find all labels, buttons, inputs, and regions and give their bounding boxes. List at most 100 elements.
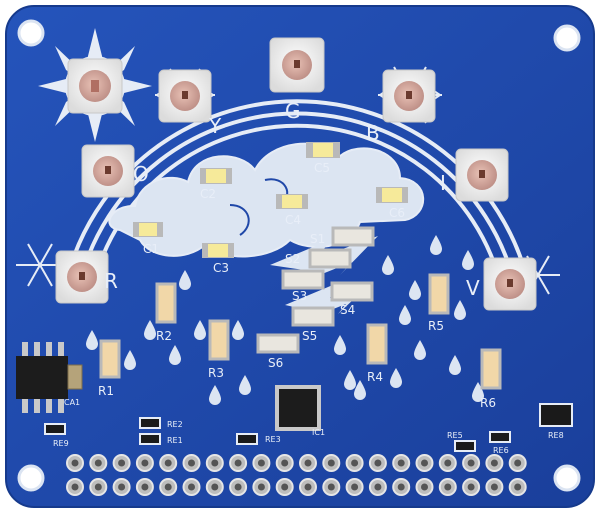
rgb-led-b <box>382 69 436 123</box>
storm-led-s5 <box>291 306 335 327</box>
header-pin-hole <box>211 483 219 491</box>
header-pin-hole <box>94 483 102 491</box>
header-pin-hole <box>141 483 149 491</box>
ref-re1: RE1 <box>167 436 183 445</box>
header-pin-hole <box>374 459 382 467</box>
header-pin-hole <box>188 459 195 467</box>
chip-ic1 <box>275 385 321 431</box>
header-pin-hole <box>327 483 335 491</box>
label-y: Y <box>208 114 222 138</box>
ref-re3: RE3 <box>265 435 281 444</box>
ref-s3: S3 <box>292 289 307 303</box>
storm-led-s4 <box>330 281 374 302</box>
header-pin-hole <box>490 483 498 491</box>
ref-r4: R4 <box>367 370 383 384</box>
chip-ca1 <box>16 342 83 413</box>
mounting-hole <box>553 464 581 492</box>
ref-c4: C4 <box>285 213 301 227</box>
label-o: O <box>133 162 149 186</box>
cloud-led-c5 <box>306 142 340 158</box>
mounting-hole <box>17 464 45 492</box>
ref-c2: C2 <box>200 187 216 201</box>
header-pin-hole <box>141 459 149 467</box>
label-g: G <box>285 99 301 123</box>
header-pin-hole <box>257 483 265 491</box>
header-pin-hole <box>467 483 475 491</box>
rgb-led-i <box>455 148 509 202</box>
header-pin-hole <box>71 483 79 491</box>
ref-s5: S5 <box>302 329 317 343</box>
header-pin-hole <box>467 459 475 467</box>
gpio-header <box>66 454 527 496</box>
ref-r5: R5 <box>428 319 444 333</box>
rgb-led-y <box>158 69 212 123</box>
ref-c1: C1 <box>143 242 159 256</box>
raindrop-icons <box>86 235 484 405</box>
ref-r2: R2 <box>156 329 172 343</box>
mounting-hole <box>553 24 581 52</box>
ref-c6: C6 <box>389 206 405 220</box>
header-pin-hole <box>514 483 522 491</box>
header-pin-hole <box>257 459 265 467</box>
header-pin-hole <box>351 459 359 467</box>
header-pin-hole <box>118 483 126 491</box>
ref-ca1: CA1 <box>64 398 80 407</box>
header-pin-hole <box>351 483 359 491</box>
header-pin-hole <box>514 459 522 467</box>
header-pin-hole <box>444 483 452 491</box>
rgb-led-sun <box>67 58 123 114</box>
header-pin-hole <box>234 483 242 491</box>
ref-s1: S1 <box>310 232 325 246</box>
cloud-led-c3 <box>202 243 234 258</box>
cloud-led-c4 <box>276 194 308 209</box>
header-pin-hole <box>421 459 428 467</box>
cloud-led-c2 <box>200 168 232 184</box>
ref-s6: S6 <box>268 356 283 370</box>
ref-s2: S2 <box>285 252 300 266</box>
smd-parts <box>44 403 573 452</box>
ref-re8: RE8 <box>548 431 564 440</box>
rain-leds <box>99 273 502 390</box>
header-pin-hole <box>490 459 498 467</box>
header-pin-hole <box>118 459 126 467</box>
rain-led-r5 <box>428 273 450 315</box>
rgb-led-r <box>55 250 109 304</box>
ref-ic1: IC1 <box>312 428 325 437</box>
storm-leds <box>256 226 375 354</box>
storm-led-s2 <box>308 248 352 269</box>
ref-c5: C5 <box>314 161 330 175</box>
storm-led-s1 <box>331 226 375 247</box>
cloud-led-c6 <box>376 187 408 203</box>
header-pin-hole <box>374 483 382 491</box>
mounting-holes <box>17 19 581 492</box>
header-pin-hole <box>397 459 405 467</box>
rgb-led-g <box>269 37 325 93</box>
rain-led-r3 <box>208 319 230 361</box>
label-v: V <box>466 276 480 300</box>
ref-re9: RE9 <box>53 439 69 448</box>
header-pin-hole <box>327 459 335 467</box>
rgb-led-v <box>483 257 537 311</box>
ref-re6: RE6 <box>493 446 509 455</box>
storm-led-s6 <box>256 333 300 354</box>
header-pin-hole <box>164 483 172 491</box>
ref-re5: RE5 <box>447 431 463 440</box>
rain-led-r2 <box>155 282 177 324</box>
header-pin-hole <box>188 483 195 491</box>
storm-led-s3 <box>281 269 325 290</box>
mounting-hole <box>17 19 45 47</box>
ref-s4: S4 <box>340 303 355 317</box>
rain-led-r4 <box>366 323 388 365</box>
header-pin-hole <box>164 459 172 467</box>
header-pin-hole <box>444 459 452 467</box>
rain-led-r6 <box>480 348 502 390</box>
rgb-led-o <box>81 144 135 198</box>
header-pin-hole <box>421 483 428 491</box>
header-pin-hole <box>94 459 102 467</box>
header-pin-hole <box>304 483 312 491</box>
ref-c3: C3 <box>213 261 229 275</box>
ref-r6: R6 <box>480 396 496 410</box>
header-pin-hole <box>71 459 79 467</box>
label-i: I <box>440 171 446 195</box>
